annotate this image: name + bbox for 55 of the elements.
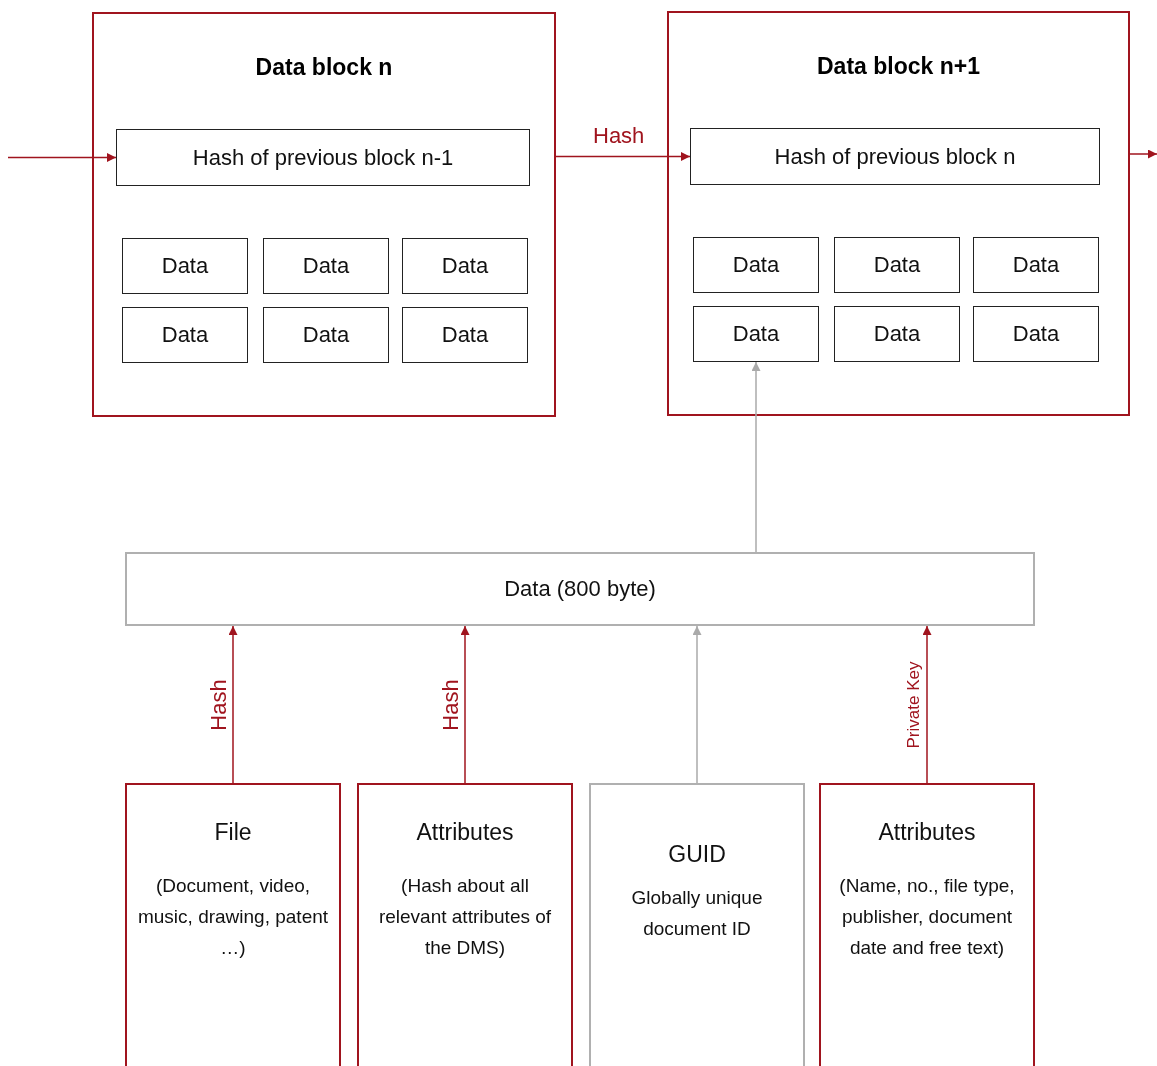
arrow: [460, 625, 470, 784]
block-container: [667, 11, 1130, 416]
source-description: (Hash about all relevant attributes of the DMS): [377, 874, 553, 960]
box-label: Data: [161, 322, 209, 348]
box-label: Data: [732, 321, 780, 347]
box-label: Data: [732, 252, 780, 278]
block-title: Data block n+1: [817, 53, 980, 80]
source-description: (Document, video, music, drawing, patent …): [137, 874, 329, 960]
data-box: [122, 307, 248, 363]
source-box: [125, 783, 341, 1066]
box-label: Data: [1012, 321, 1060, 347]
data-box: [402, 307, 528, 363]
arrow: [922, 625, 932, 784]
data-box: [834, 306, 960, 362]
edge-label: Private Key: [904, 661, 922, 748]
box-label: Hash of previous block n: [774, 143, 1016, 170]
box-label: Hash of previous block n-1: [192, 144, 454, 171]
data-box: [402, 238, 528, 294]
block-title: Data block n: [255, 54, 393, 81]
bar-label: Data (800 byte): [504, 576, 656, 602]
source-box: [357, 783, 573, 1066]
arrow: [751, 361, 761, 553]
data-box: [693, 237, 819, 293]
source-title: Attributes: [416, 819, 514, 846]
source-description: (Name, no., file type, publisher, document date and free text): [838, 874, 1016, 960]
source-title: Attributes: [878, 819, 976, 846]
source-title: GUID: [668, 841, 726, 868]
data-box: [973, 306, 1099, 362]
arrow: [228, 625, 238, 784]
arrow: [1129, 149, 1157, 159]
data-box: [263, 238, 389, 294]
box-label: Data: [302, 253, 350, 279]
box-label: Data: [161, 253, 209, 279]
box-label: Data: [441, 253, 489, 279]
source-box: [589, 783, 805, 1066]
data-box: [122, 238, 248, 294]
arrow: [7, 153, 117, 162]
arrow: [692, 625, 702, 784]
block-container: [92, 12, 556, 417]
source-title: File: [214, 819, 252, 846]
data-box: [263, 307, 389, 363]
data-box: [693, 306, 819, 362]
box-label: Data: [873, 252, 921, 278]
box-label: Data: [302, 322, 350, 348]
data-bar: [125, 552, 1035, 626]
source-box: [819, 783, 1035, 1066]
data-box: [973, 237, 1099, 293]
box-label: Data: [441, 322, 489, 348]
box-label: Data: [1012, 252, 1060, 278]
hash-box: [116, 129, 530, 186]
hash-box: [690, 128, 1100, 185]
arrow: [555, 152, 691, 161]
source-description: Globally unique document ID: [630, 886, 764, 941]
data-box: [834, 237, 960, 293]
box-label: Data: [873, 321, 921, 347]
